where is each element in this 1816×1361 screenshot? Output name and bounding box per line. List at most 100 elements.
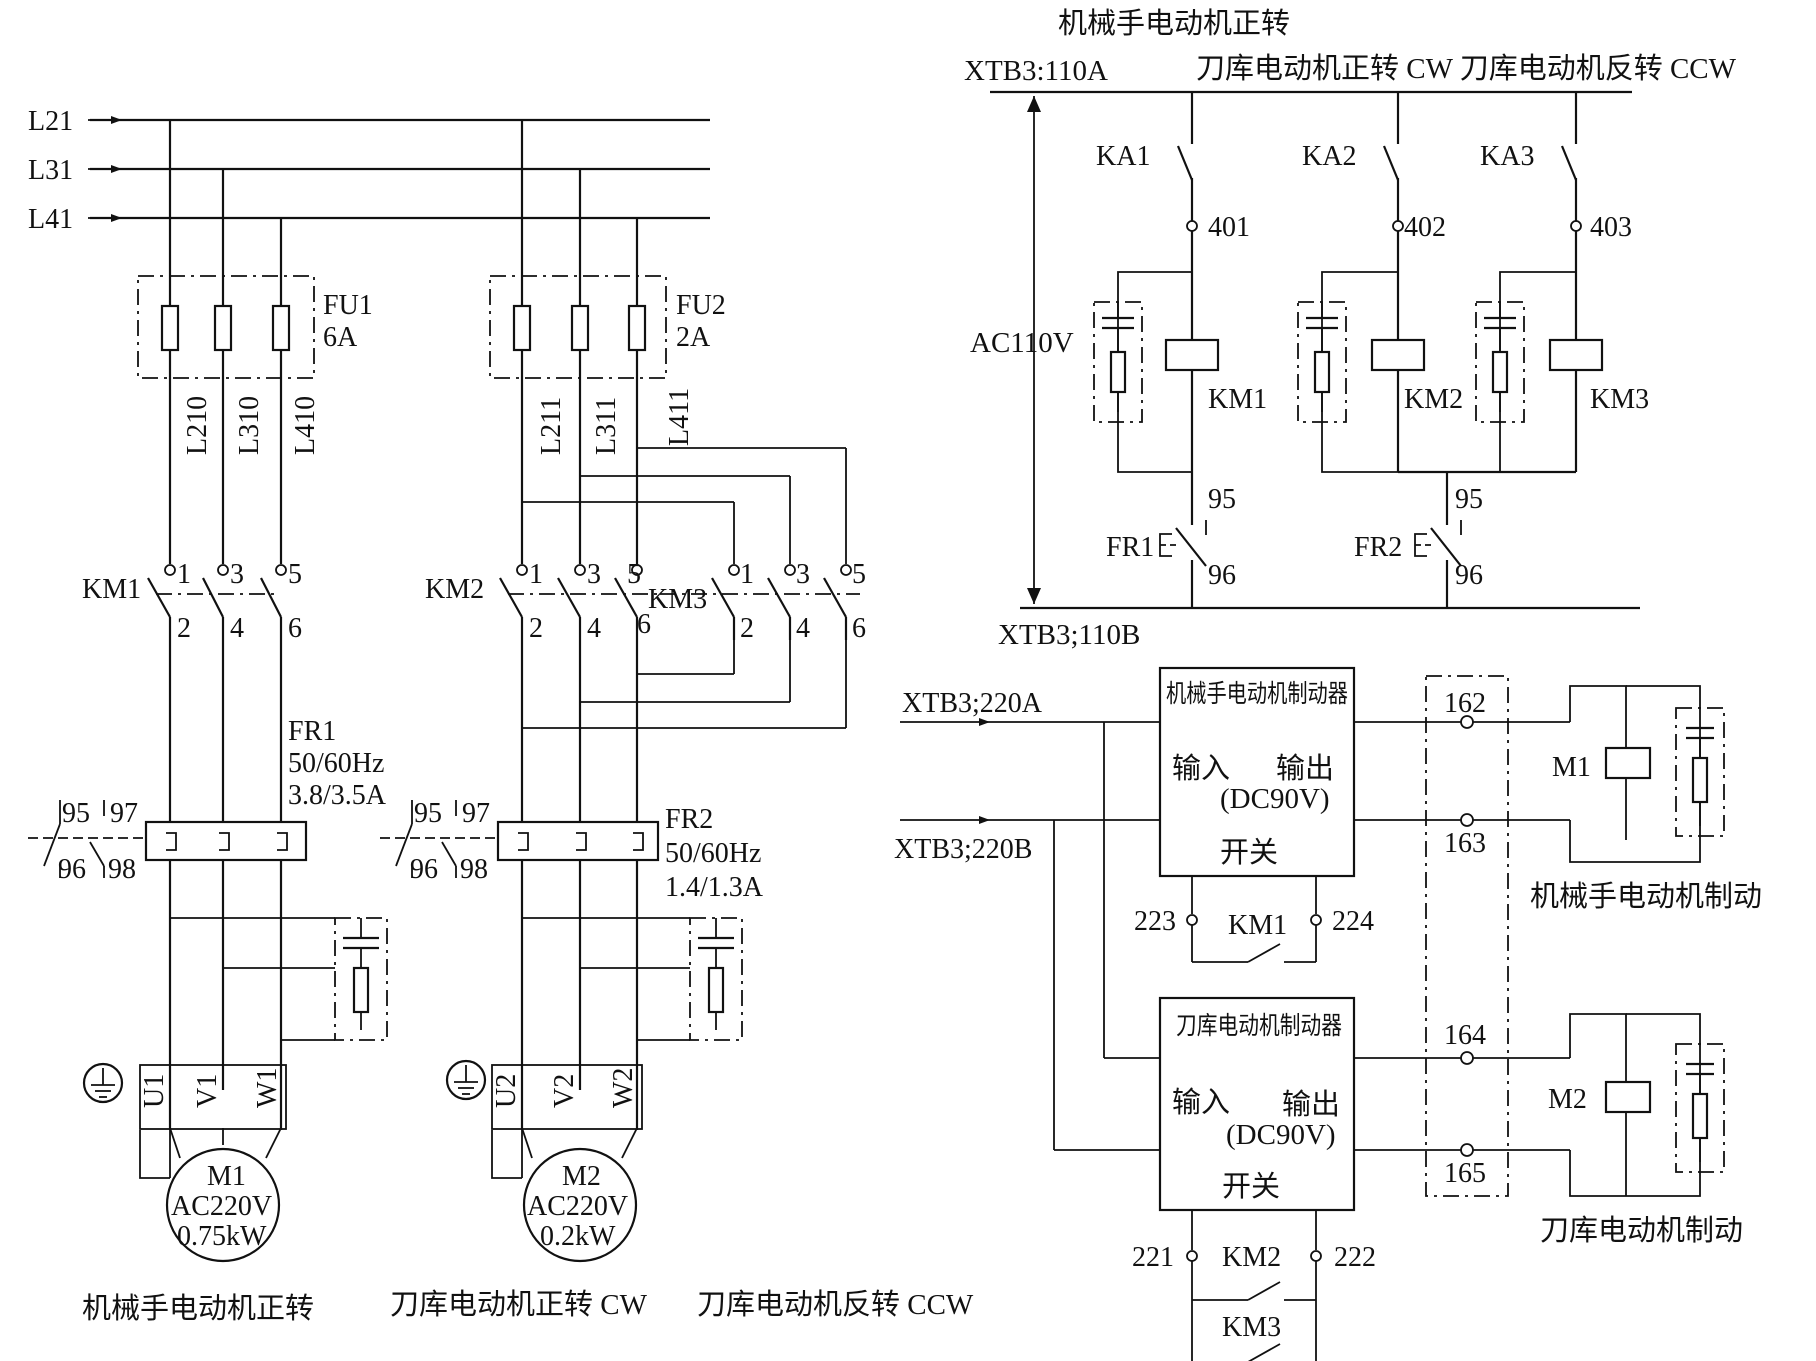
bus-label-l31: L31 bbox=[28, 155, 73, 186]
bus-label-l21: L21 bbox=[28, 106, 73, 137]
fuse-fu2-rating: 2A bbox=[676, 322, 711, 353]
relay-ka2-label: KA2 bbox=[1302, 141, 1356, 172]
brake-controller-m2-title: 刀库电动机制动器 bbox=[1176, 1012, 1342, 1040]
caption-m2-reverse: 刀库电动机反转 CCW bbox=[697, 1288, 974, 1321]
fuse-fu1-l21 bbox=[160, 304, 180, 352]
node-221: 221 bbox=[1132, 1242, 1174, 1273]
rc-snubber-m1 bbox=[170, 917, 388, 1041]
overload-fr1: FR1 50/60Hz 3.8/3.5A 95 97 96 98 bbox=[28, 716, 387, 885]
relay-fr2-label: FR2 bbox=[1354, 532, 1402, 563]
ground-icon bbox=[82, 1062, 124, 1104]
fuse-fu2-l41 bbox=[627, 304, 647, 352]
motor-m2-name: M2 bbox=[562, 1161, 601, 1192]
node-402: 402 bbox=[1404, 212, 1446, 243]
coil-km2 bbox=[1370, 338, 1426, 372]
control-branch-km2: KA2 402 KM2 bbox=[1297, 92, 1463, 473]
terminal-6: 6 bbox=[288, 613, 302, 644]
terminal-xtb3-220b: XTB3;220B bbox=[894, 834, 1032, 865]
contact-96: 96 bbox=[1208, 560, 1236, 591]
coil-km1 bbox=[1164, 338, 1220, 372]
aux-contact-95: 95 bbox=[62, 798, 90, 829]
control-voltage-label: AC110V bbox=[970, 327, 1074, 359]
overload-fr2-freq: 50/60Hz bbox=[665, 838, 761, 869]
terminal-5: 5 bbox=[288, 559, 302, 590]
terminal-6: 6 bbox=[852, 613, 866, 644]
coil-km2-label: KM2 bbox=[1404, 384, 1463, 415]
contactor-km2-main: KM2 1 3 5 2 4 6 bbox=[425, 559, 660, 644]
switch-km2-label: KM2 bbox=[1222, 1242, 1281, 1273]
control-branch-km3: KA3 403 KM3 bbox=[1475, 92, 1649, 473]
node-162: 162 bbox=[1444, 688, 1486, 719]
motor-m1: M1 AC220V 0.75kW U1 V1 W1 bbox=[82, 1062, 287, 1263]
aux-contact-97: 97 bbox=[110, 798, 138, 829]
wire-label-l410: L410 bbox=[290, 396, 321, 455]
overload-fr1-freq: 50/60Hz bbox=[288, 748, 384, 779]
contact-96: 96 bbox=[1455, 560, 1483, 591]
motor-m2: M2 AC220V 0.2kW U2 V2 W2 bbox=[445, 1059, 643, 1263]
terminal-u1: U1 bbox=[139, 1074, 170, 1108]
motor-m1-power: 0.75kW bbox=[177, 1221, 267, 1252]
reversing-crossover bbox=[522, 447, 847, 729]
node-223: 223 bbox=[1134, 906, 1176, 937]
terminal-strip: 162 163 164 165 bbox=[1354, 675, 1570, 1197]
node-403: 403 bbox=[1590, 212, 1632, 243]
brake-coil-m2: M2 刀库电动机制动 bbox=[1540, 1013, 1743, 1247]
caption-m1-forward: 机械手电动机正转 bbox=[82, 1292, 314, 1325]
brake-coil-m1: M1 机械手电动机制动 bbox=[1530, 685, 1762, 913]
brake-controller-m2-dc90v: (DC90V) bbox=[1226, 1119, 1336, 1151]
switch-km3-label: KM3 bbox=[1222, 1312, 1281, 1343]
overload-fr1-current: 3.8/3.5A bbox=[288, 780, 387, 811]
node-165: 165 bbox=[1444, 1158, 1486, 1189]
wire-label-l311: L311 bbox=[591, 397, 622, 455]
overload-fr2-current: 1.4/1.3A bbox=[665, 872, 764, 903]
coil-km3 bbox=[1548, 338, 1604, 372]
brake-coil-m2-label: M2 bbox=[1548, 1084, 1587, 1115]
terminal-4: 4 bbox=[587, 613, 601, 644]
terminal-1: 1 bbox=[740, 559, 754, 590]
motor-m2-power: 0.2kW bbox=[540, 1221, 616, 1252]
fuse-fu1-label: FU1 bbox=[323, 290, 373, 321]
terminal-4: 4 bbox=[230, 613, 244, 644]
brake-controller-m1-input: 输入 bbox=[1172, 752, 1230, 785]
brake-controller-m2-output: 输出 bbox=[1282, 1088, 1340, 1121]
brake-circuit: XTB3;220A XTB3;220B 机械手电动机制动器 输入 输出 (DC9… bbox=[894, 666, 1762, 1361]
coil-km3-label: KM3 bbox=[1590, 384, 1649, 415]
terminal-v1: V1 bbox=[192, 1074, 223, 1108]
terminal-xtb3-110a: XTB3:110A bbox=[964, 55, 1108, 87]
m2-power-branch: FU2 2A L211 L311 L411 bbox=[380, 120, 866, 1263]
fuse-fu2-l31 bbox=[570, 304, 590, 352]
relay-fr1-label: FR1 bbox=[1106, 532, 1154, 563]
terminal-2: 2 bbox=[740, 613, 754, 644]
fuse-fu2-label: FU2 bbox=[676, 290, 726, 321]
contactor-km3-main: KM3 1 3 5 2 4 6 bbox=[648, 559, 866, 644]
aux-contact-96: 96 bbox=[58, 854, 86, 885]
m1-power-branch: FU1 6A L210 L310 L410 KM1 1 3 bbox=[28, 120, 388, 1263]
node-163: 163 bbox=[1444, 828, 1486, 859]
brake-controller-m1-output: 输出 bbox=[1276, 752, 1334, 785]
terminal-6: 6 bbox=[637, 609, 651, 640]
terminal-3: 3 bbox=[230, 559, 244, 590]
motor-m1-name: M1 bbox=[207, 1161, 246, 1192]
control-fr2-branch: 95 96 FR2 bbox=[1354, 470, 1576, 608]
brake-controller-m2-input: 输入 bbox=[1172, 1086, 1230, 1119]
terminal-v2: V2 bbox=[549, 1074, 580, 1108]
fuse-fu1-enclosure bbox=[137, 275, 315, 379]
ground-icon bbox=[445, 1059, 487, 1101]
control-branch-km1: KA1 401 KM1 95 96 FR1 bbox=[1093, 92, 1267, 608]
contactor-km1-label: KM1 bbox=[82, 574, 141, 605]
control-title-top: 机械手电动机正转 bbox=[1058, 7, 1290, 40]
relay-ka3-label: KA3 bbox=[1480, 141, 1534, 172]
fuse-fu2-l21 bbox=[512, 304, 532, 352]
terminal-xtb3-220a: XTB3;220A bbox=[902, 688, 1043, 719]
contactor-km1-main: KM1 1 3 5 2 4 6 bbox=[82, 559, 302, 644]
aux-contact-98: 98 bbox=[108, 854, 136, 885]
overload-fr1-label: FR1 bbox=[288, 716, 336, 747]
terminal-4: 4 bbox=[796, 613, 810, 644]
aux-contact-96: 96 bbox=[410, 854, 438, 885]
contactor-km2-label: KM2 bbox=[425, 574, 484, 605]
terminal-5: 5 bbox=[852, 559, 866, 590]
brake-controller-m1-switch: 开关 bbox=[1220, 836, 1278, 869]
terminal-1: 1 bbox=[529, 559, 543, 590]
fuse-fu1-rating: 6A bbox=[323, 322, 358, 353]
